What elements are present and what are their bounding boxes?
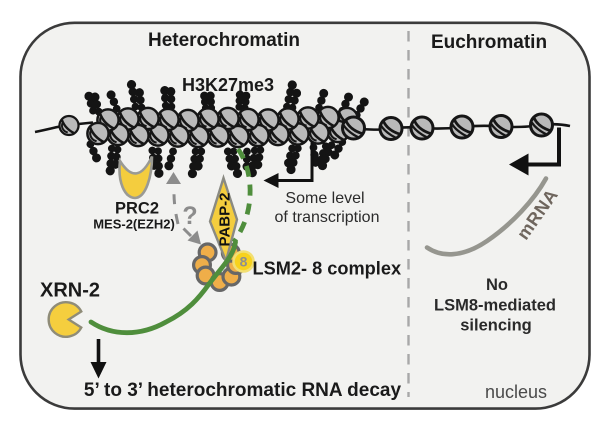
svg-text:5’ to 3’ heterochromatic RNA d: 5’ to 3’ heterochromatic RNA decay <box>84 380 402 401</box>
svg-text:PRC2: PRC2 <box>115 200 159 218</box>
svg-text:H3K27me3: H3K27me3 <box>182 75 274 95</box>
svg-text:PABP-2: PABP-2 <box>217 193 234 247</box>
svg-text:MES-2(EZH2): MES-2(EZH2) <box>93 217 175 232</box>
svg-text:Euchromatin: Euchromatin <box>431 32 547 53</box>
svg-text:XRN-2: XRN-2 <box>40 280 100 302</box>
svg-text:nucleus: nucleus <box>485 382 547 402</box>
svg-text:of transcription: of transcription <box>275 209 380 226</box>
svg-text:No: No <box>486 276 508 294</box>
svg-text:silencing: silencing <box>460 317 532 335</box>
svg-text:Some level: Some level <box>285 190 364 207</box>
svg-text:LSM2- 8 complex: LSM2- 8 complex <box>253 259 402 279</box>
svg-text:LSM8-mediated: LSM8-mediated <box>434 297 556 315</box>
svg-text:Heterochromatin: Heterochromatin <box>148 30 300 51</box>
svg-text:8: 8 <box>240 254 248 270</box>
svg-text:?: ? <box>182 202 197 230</box>
